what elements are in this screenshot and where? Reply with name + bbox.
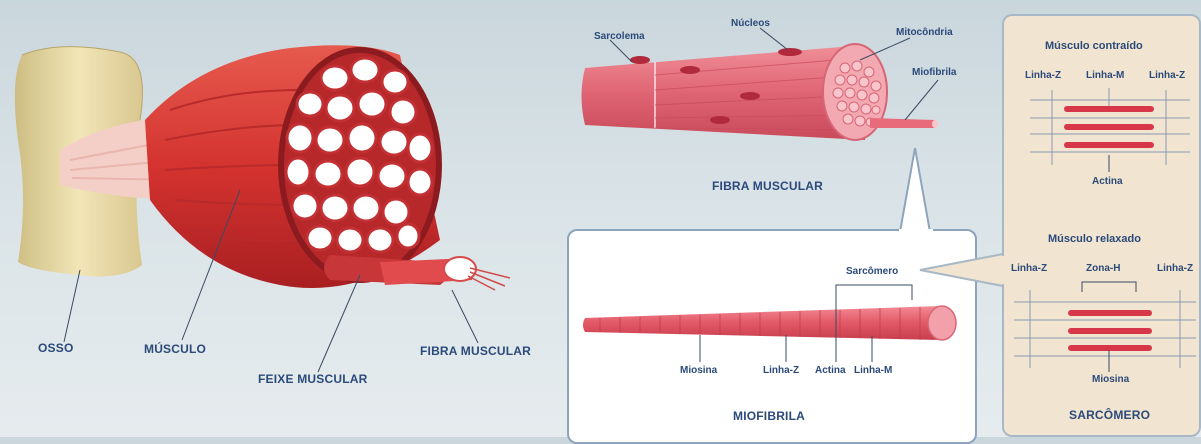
label-relaxed-linha-z-left: Linha-Z — [1011, 263, 1047, 274]
label-musculo-relaxado: Músculo relaxado — [1048, 233, 1141, 245]
label-musculo: MÚSCULO — [144, 342, 206, 356]
label-feixe-muscular: FEIXE MUSCULAR — [258, 372, 367, 386]
label-sarcomero-small: Sarcômero — [846, 266, 898, 277]
contracted-sarcomere — [1030, 88, 1190, 172]
label-miofibrila-title: MIOFIBRILA — [733, 409, 805, 423]
label-osso: OSSO — [38, 341, 73, 355]
label-contracted-actina: Actina — [1092, 176, 1123, 187]
label-relaxed-zona-h: Zona-H — [1086, 263, 1120, 274]
label-fibra-muscular-title: FIBRA MUSCULAR — [712, 179, 823, 193]
label-contracted-linha-z-left: Linha-Z — [1025, 70, 1061, 81]
label-fibra-muscular-left: FIBRA MUSCULAR — [420, 344, 531, 358]
label-relaxed-linha-z-right: Linha-Z — [1157, 263, 1193, 274]
label-miosina: Miosina — [680, 365, 717, 376]
label-relaxed-miosina: Miosina — [1092, 374, 1129, 385]
label-linha-m: Linha-M — [854, 365, 892, 376]
label-actina: Actina — [815, 365, 846, 376]
label-mitocondria: Mitocôndria — [896, 27, 953, 38]
label-sarcomero-title: SARCÔMERO — [1069, 408, 1150, 422]
relaxed-sarcomere — [1014, 282, 1196, 372]
label-musculo-contraido: Músculo contraído — [1045, 40, 1143, 52]
label-contracted-linha-m: Linha-M — [1086, 70, 1124, 81]
label-miofibrila-small: Miofibrila — [912, 67, 956, 78]
label-sarcolema: Sarcolema — [594, 31, 645, 42]
label-contracted-linha-z-right: Linha-Z — [1149, 70, 1185, 81]
label-nucleos: Núcleos — [731, 18, 770, 29]
label-linha-z: Linha-Z — [763, 365, 799, 376]
